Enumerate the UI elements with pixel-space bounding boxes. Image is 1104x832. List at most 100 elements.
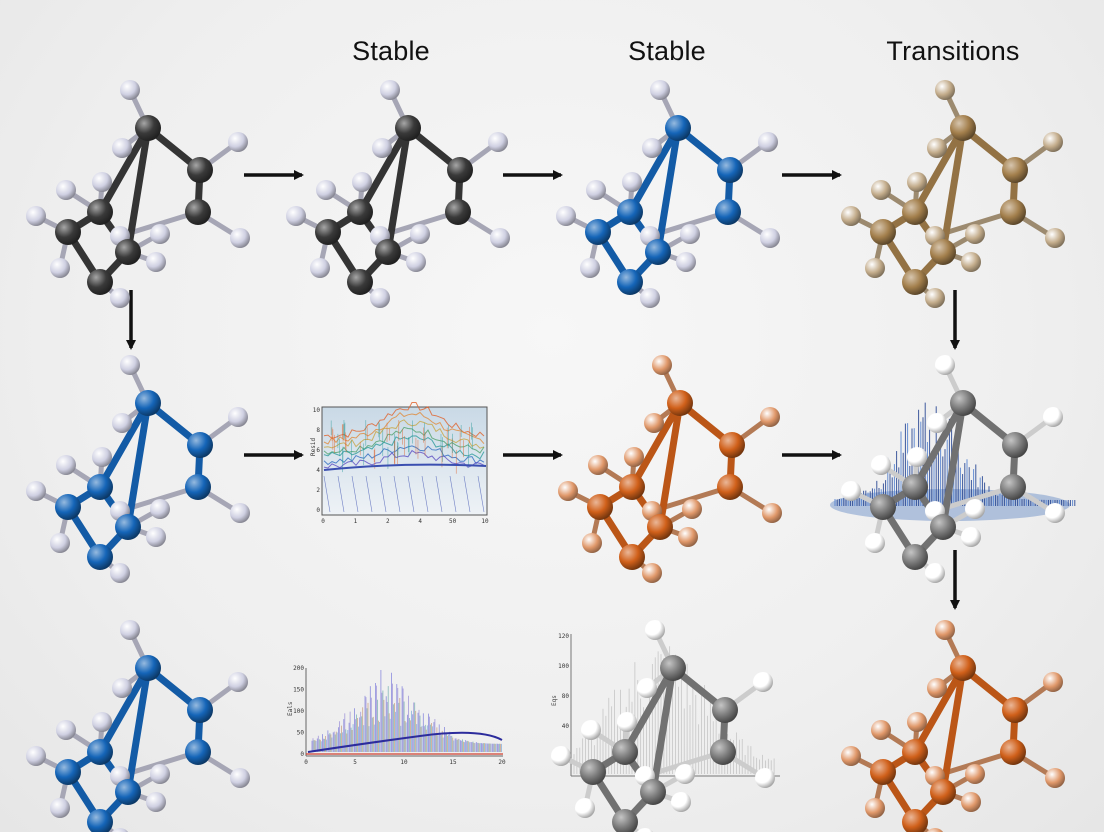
heavy-atom (587, 494, 613, 520)
tick-label: 6 (316, 447, 320, 454)
surface-grid-line (435, 475, 443, 513)
hydrogen-atom (642, 138, 662, 158)
heavy-atom (87, 269, 113, 295)
flow-arrows (126, 170, 960, 610)
hydrogen-atom (617, 712, 637, 732)
hydrogen-atom (682, 499, 702, 519)
hydrogen-atom (841, 746, 861, 766)
column-header-stable-1: Stable (352, 36, 430, 66)
hydrogen-atom (110, 288, 130, 308)
hydrogen-atom (50, 798, 70, 818)
molecule-r1c1 (26, 80, 250, 308)
heavy-atom (315, 219, 341, 245)
hydrogen-atom (228, 672, 248, 692)
hydrogen-atom (927, 678, 947, 698)
heavy-atom (902, 809, 928, 832)
hydrogen-atom (56, 455, 76, 475)
hydrogen-atom (230, 503, 250, 523)
hydrogen-atom (146, 792, 166, 812)
bond (939, 664, 967, 796)
hydrogen-atom (645, 620, 665, 640)
heavy-atom (580, 759, 606, 785)
heavy-atom (1002, 157, 1028, 183)
tick-label: 0 (321, 518, 325, 525)
hydrogen-atom (935, 355, 955, 375)
heavy-atom (55, 494, 81, 520)
surface-grid-line (463, 475, 471, 513)
tick-label: 4 (418, 518, 422, 525)
hydrogen-atom (676, 252, 696, 272)
hydrogen-atom (841, 206, 861, 226)
tick-label: 150 (293, 687, 304, 694)
heavy-atom (187, 157, 213, 183)
hydrogen-atom (961, 792, 981, 812)
heavy-atom (950, 115, 976, 141)
hydrogen-atom (551, 746, 571, 766)
hydrogen-atom (56, 180, 76, 200)
hydrogen-atom (581, 720, 601, 740)
hydrogen-atom (50, 533, 70, 553)
hydrogen-atom (753, 672, 773, 692)
heavy-atom (717, 474, 743, 500)
tick-label: 0 (316, 507, 320, 514)
hydrogen-atom (1045, 503, 1065, 523)
bond (96, 399, 152, 491)
heavy-atom (619, 474, 645, 500)
hydrogen-atom (652, 355, 672, 375)
heavy-atom (1000, 474, 1026, 500)
heavy-atom (665, 115, 691, 141)
hydrogen-atom (762, 503, 782, 523)
bond (628, 399, 684, 491)
hydrogen-atom (26, 481, 46, 501)
heavy-atom (902, 544, 928, 570)
heavy-atom (640, 779, 666, 805)
hydrogen-atom (927, 138, 947, 158)
surface-line (323, 449, 485, 469)
heavy-atom (647, 514, 673, 540)
heavy-atom (375, 239, 401, 265)
hydrogen-atom (112, 678, 132, 698)
heavy-atom (617, 199, 643, 225)
bond (911, 664, 967, 756)
heavy-atom (447, 157, 473, 183)
hydrogen-atom (490, 228, 510, 248)
bond (911, 124, 967, 216)
hydrogen-atom (680, 224, 700, 244)
heavy-atom (115, 239, 141, 265)
hydrogen-atom (865, 533, 885, 553)
surface-grid-line (421, 475, 429, 513)
tick-label: 100 (558, 663, 569, 670)
molecule-r3c1 (26, 620, 250, 832)
hydrogen-atom (871, 180, 891, 200)
hydrogen-atom (228, 407, 248, 427)
tick-label: 120 (558, 633, 569, 640)
hydrogen-atom (965, 499, 985, 519)
heavy-atom (710, 739, 736, 765)
surface-grid-line (449, 475, 457, 513)
bond (356, 124, 412, 216)
hydrogen-atom (961, 252, 981, 272)
tick-label: 2 (386, 518, 390, 525)
hydrogen-atom (146, 527, 166, 547)
hydrogen-atom (965, 224, 985, 244)
molecule-r2c1 (26, 355, 250, 583)
bond (384, 124, 412, 256)
molecules-layer (26, 80, 1065, 832)
heavy-atom (87, 474, 113, 500)
heavy-atom (55, 759, 81, 785)
spectrum-envelope (307, 731, 503, 753)
column-header-transitions: Transitions (886, 36, 1020, 66)
hydrogen-atom (110, 563, 130, 583)
hydrogen-atom (1043, 132, 1063, 152)
heavy-atom (135, 655, 161, 681)
bond (96, 124, 152, 216)
surface-grid-line (393, 475, 401, 513)
hydrogen-atom (406, 252, 426, 272)
surface-line (323, 426, 485, 455)
tick-label: 10 (481, 518, 489, 525)
hydrogen-atom (582, 533, 602, 553)
